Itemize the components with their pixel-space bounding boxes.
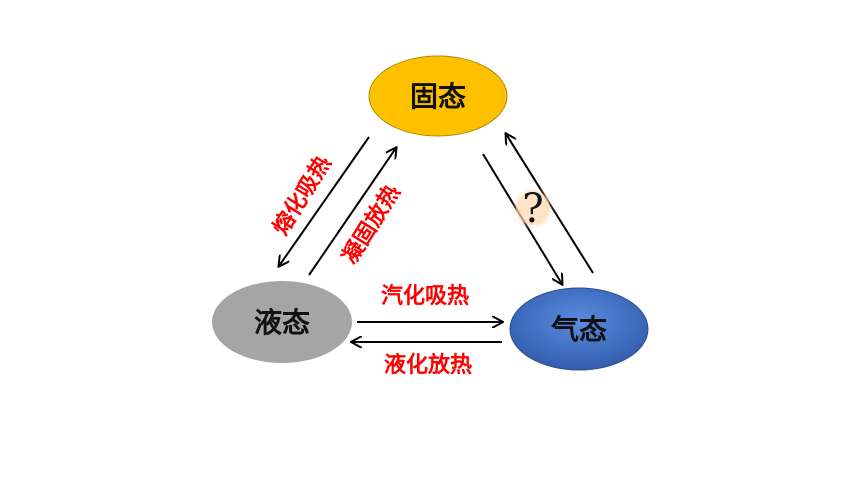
- node-gas-label: 气态: [550, 313, 607, 346]
- label-vaporization: 汽化吸热: [381, 283, 469, 309]
- label-melting: 熔化吸热: [268, 151, 337, 239]
- node-gas-shape: [509, 287, 649, 371]
- label-liquefaction: 液化放热: [384, 352, 472, 378]
- arrow-solidification: [308, 148, 396, 276]
- node-solid-label: 固态: [410, 80, 466, 113]
- node-liquid-shape: [212, 281, 352, 363]
- node-liquid: 液态: [212, 281, 352, 363]
- question-mark: ?: [516, 186, 550, 232]
- node-solid: 固态: [368, 55, 508, 137]
- question-mark-text: ?: [522, 186, 543, 232]
- arrow-sublimation: [506, 134, 594, 274]
- node-liquid-label: 液态: [254, 306, 310, 339]
- node-solid-shape: [368, 55, 508, 137]
- label-solidification: 凝固放热: [337, 180, 406, 268]
- question-glow: [516, 191, 550, 225]
- node-gas: 气态: [509, 287, 649, 371]
- arrow-melting: [279, 136, 370, 266]
